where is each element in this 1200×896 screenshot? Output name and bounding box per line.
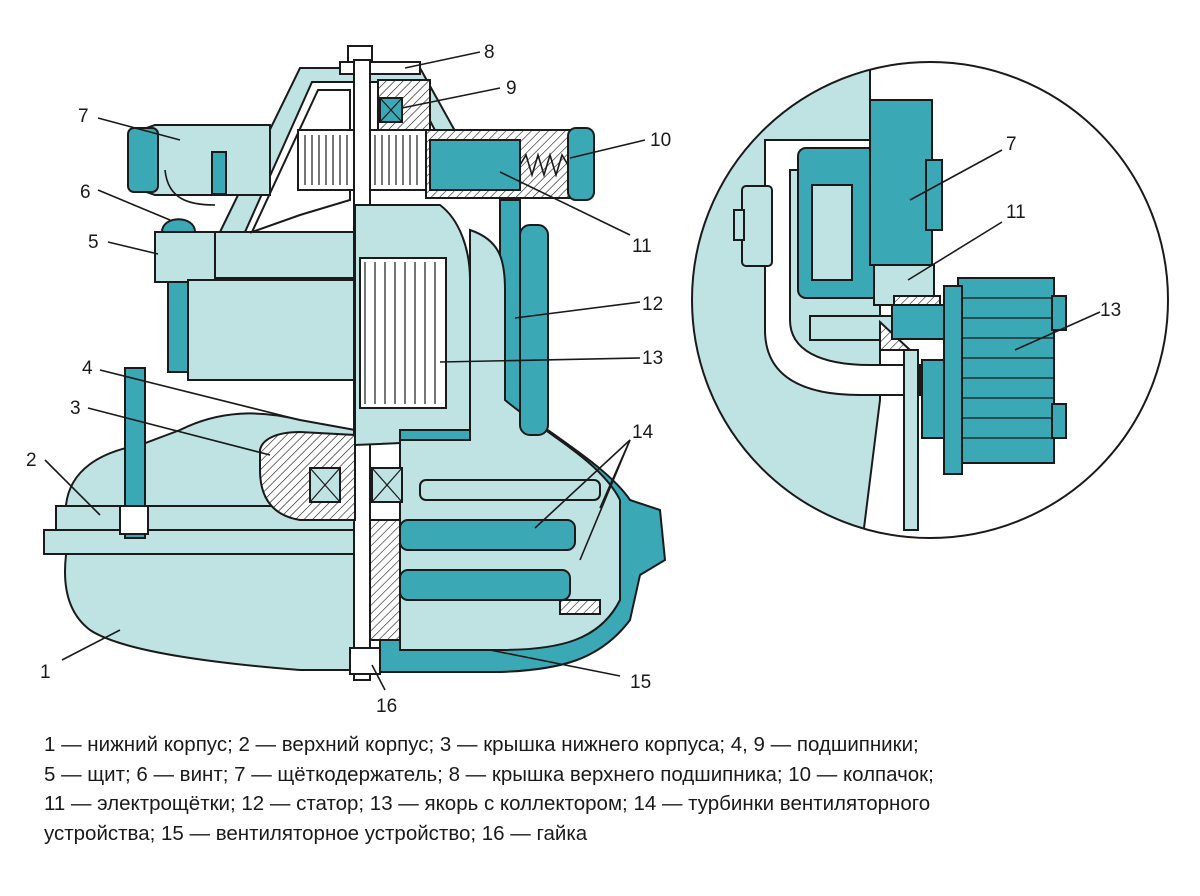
caption-line-3: 11 — электрощётки; 12 — статор; 13 — яко… [44,792,931,815]
detail-clamp [741,185,773,267]
detail-collector-flange [943,285,963,475]
armature-core [359,257,447,409]
label-5: 5 [88,232,99,253]
label-7: 7 [78,106,89,127]
detail-brush-holder-top [869,99,933,266]
brush-holder-clip [211,151,227,195]
label-12: 12 [642,294,663,315]
label-2: 2 [26,450,37,471]
motor-cross-section-diagram: 1 2 3 4 5 6 7 8 9 10 11 12 13 14 15 16 [26,42,1169,717]
turbine-mid [419,479,601,501]
detail-label-13: 13 [1100,300,1121,321]
brush-holder-cap [127,127,159,193]
label-4: 4 [82,358,93,379]
detail-brush-holder-ear [925,159,943,231]
detail-brush-holder-inner [811,184,853,281]
armature-laminations [364,262,436,404]
upper-housing-flange [43,529,365,555]
detail-view: 7 11 13 [691,61,1169,539]
main-section-view [43,45,667,681]
long-bolt [124,367,146,539]
detail-collector-tab-2 [1051,403,1067,439]
cap [567,127,595,201]
detail-collector-tab-1 [1051,295,1067,331]
label-6: 6 [80,182,91,203]
leader-lines [44,51,646,691]
figure-caption: 1 — нижний корпус; 2 — верхний корпус; 3… [44,730,1164,848]
shield-plate [214,231,366,279]
disc-plate [559,599,601,615]
detail-post [903,349,919,531]
turbine-upper [399,519,576,551]
label-9: 9 [506,78,517,99]
label-15: 15 [630,672,651,693]
main-labels: 1 2 3 4 5 6 7 8 9 10 11 12 13 14 15 16 [26,42,671,717]
label-14: 14 [632,422,654,443]
spring [519,152,569,178]
label-10: 10 [650,130,671,151]
detail-collector [957,277,1055,464]
frame-block [187,279,359,381]
detail-clamp-head [733,209,745,241]
screw-head [160,218,197,233]
detail-circle-outline [691,61,1169,539]
detail-label-7: 7 [1006,134,1017,155]
detail-label-11: 11 [1006,202,1026,223]
caption-line-1: 1 — нижний корпус; 2 — верхний корпус; 3… [44,733,919,756]
hub-block [369,519,401,641]
turbine-lower [399,569,571,601]
label-8: 8 [484,42,495,63]
label-3: 3 [70,398,81,419]
label-11: 11 [632,236,652,257]
bolt-nut [119,505,149,535]
caption-line-4: устройства; 15 — вентиляторное устройств… [44,821,588,845]
vent-duct [519,224,549,436]
caption-line-2: 5 — щит; 6 — винт; 7 — щёткодержатель; 8… [44,762,934,786]
label-13: 13 [642,348,663,369]
detail-collector-bars [958,297,1054,439]
detail-brush-arm [891,304,953,340]
label-16: 16 [376,696,397,717]
label-1: 1 [40,662,51,683]
left-post [167,281,189,373]
electric-brush [429,139,521,191]
